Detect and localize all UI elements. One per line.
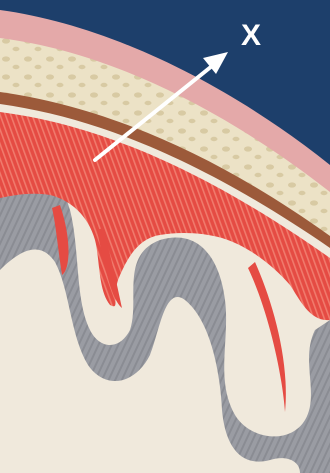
marker-label-x: X — [241, 21, 261, 51]
